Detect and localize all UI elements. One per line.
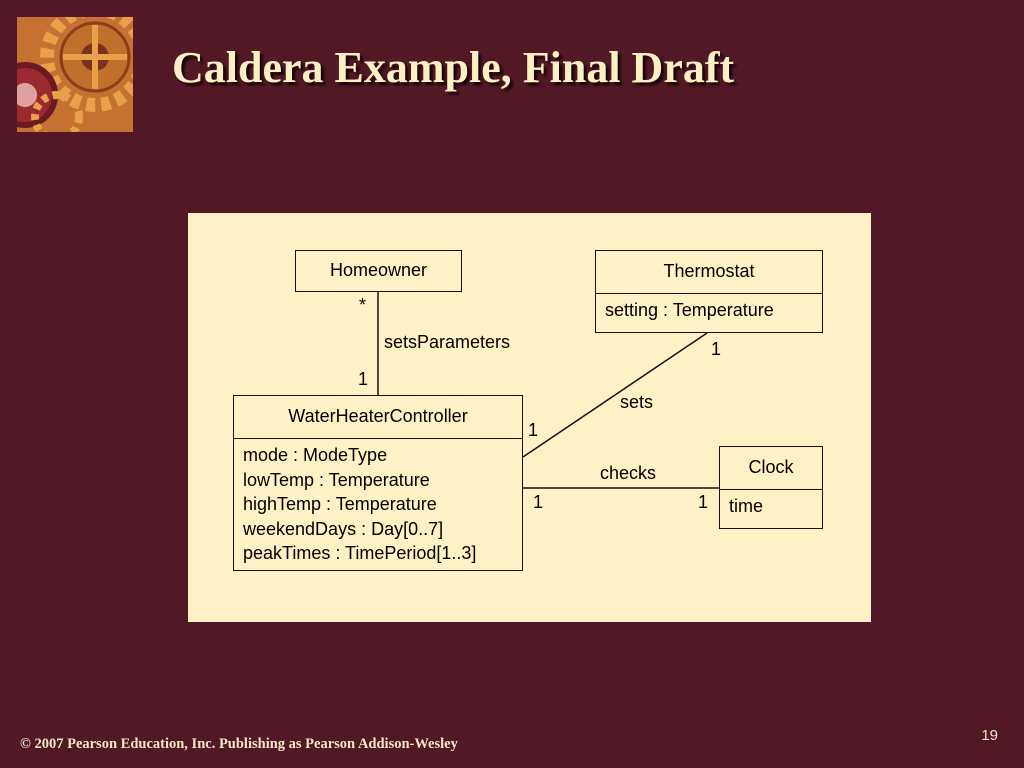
- attribute: weekendDays : Day[0..7]: [243, 518, 444, 539]
- gear-icon: [17, 17, 133, 132]
- class-name: Thermostat: [663, 261, 755, 281]
- attribute: setting : Temperature: [605, 300, 774, 320]
- page-number: 19: [981, 727, 998, 744]
- multiplicity-controller-checks: 1: [533, 492, 544, 512]
- class-water-heater-controller: WaterHeaterController mode : ModeType lo…: [233, 395, 523, 571]
- attribute: highTemp : Temperature: [243, 494, 437, 514]
- multiplicity-homeowner: *: [359, 295, 367, 315]
- association-line-sets: [522, 332, 708, 458]
- class-thermostat: Thermostat setting : Temperature: [595, 250, 823, 333]
- attribute: peakTimes : TimePeriod[1..3]: [243, 543, 477, 563]
- association-label-sets: sets: [620, 392, 654, 412]
- slide-title: Caldera Example, Final Draft: [172, 43, 735, 92]
- multiplicity-controller-top: 1: [358, 369, 369, 389]
- attribute: time: [729, 496, 764, 516]
- class-homeowner: Homeowner: [295, 250, 462, 292]
- association-label-sets-parameters: setsParameters: [384, 332, 511, 352]
- class-name: Homeowner: [329, 260, 428, 280]
- class-name: Clock: [748, 457, 794, 477]
- class-attributes: mode : ModeType lowTemp : Temperature hi…: [234, 438, 522, 570]
- attribute: lowTemp : Temperature: [243, 469, 430, 490]
- association-label-checks: checks: [600, 463, 657, 483]
- uml-class-diagram: Homeowner Thermostat setting : Temperatu…: [188, 213, 871, 622]
- multiplicity-clock: 1: [698, 492, 709, 512]
- class-attributes: time: [720, 489, 822, 523]
- gear-logo-image: [17, 17, 133, 132]
- copyright-footer: © 2007 Pearson Education, Inc. Publishin…: [20, 736, 458, 752]
- multiplicity-controller-sets: 1: [528, 420, 539, 440]
- attribute: mode : ModeType: [243, 445, 388, 465]
- association-lines: [377, 291, 719, 489]
- class-clock: Clock time: [719, 446, 823, 529]
- class-name: WaterHeaterController: [288, 406, 468, 426]
- multiplicity-thermostat: 1: [711, 339, 722, 359]
- class-attributes: setting : Temperature: [596, 293, 822, 327]
